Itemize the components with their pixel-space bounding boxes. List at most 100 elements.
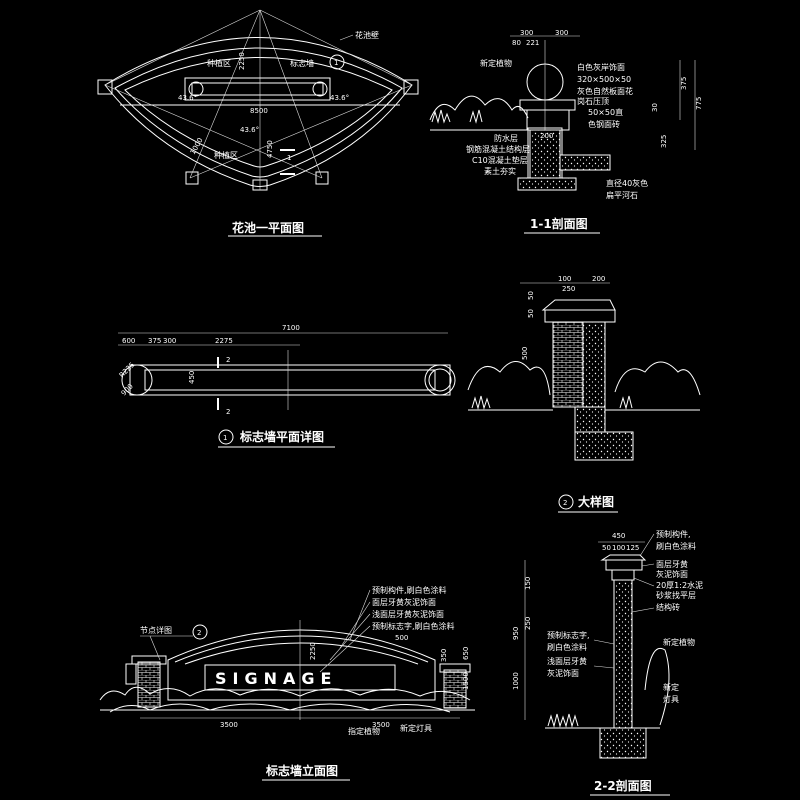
s22-right-0: 新定植物 (663, 637, 695, 647)
el-bottom-0: 指定植物 (348, 726, 380, 736)
s11-label-3: 岗石压顶 (577, 97, 609, 106)
plan-dim-4750: 4750 (266, 140, 274, 158)
s11-label-0: 白色灰岸饰面 (577, 62, 625, 72)
dt-dim-50b: 50 (527, 309, 535, 318)
dt-dim-100: 100 (558, 275, 571, 283)
s11-dim-221: 221 (526, 39, 539, 47)
plan-dim-2250: 2250 (238, 52, 246, 70)
wp-dim-2275: 2275 (215, 337, 233, 345)
plan-angle-3: 43.6° (240, 126, 259, 134)
s22-dim-950: 950 (512, 627, 520, 640)
el-dim-3500b: 3500 (372, 721, 390, 729)
s11-left-1: 钢筋混凝土结构层 (466, 144, 530, 154)
plan-label-planting-2: 种植区 (214, 150, 238, 160)
s22-right-1: 新定 (663, 682, 679, 692)
dt-title: 大样图 (578, 494, 614, 509)
s22-left-2: 浅面层牙黄 (547, 656, 587, 666)
s22-dim-450: 450 (612, 532, 625, 540)
section-2-2: 450 50 100 125 150 950 250 1000 预制构件, 刷白… (512, 529, 703, 796)
s22-dim-125: 125 (626, 544, 639, 552)
s11-bottom-1: 扁平河石 (606, 190, 638, 200)
el-dim-2250: 2250 (309, 642, 317, 660)
wp-dim-7100: 7100 (282, 324, 300, 332)
s11-dim-300b: 300 (555, 29, 568, 37)
el-callout-no: 2 (197, 629, 201, 637)
s22-label-0: 预制构件, (656, 529, 691, 539)
detail-marker (329, 54, 345, 70)
wp-dim-450: 450 (188, 371, 196, 384)
el-dim-650: 650 (462, 647, 470, 660)
s11-bottom-0: 直径40灰色 (606, 178, 648, 188)
s11-label-5: 色钢面砖 (588, 119, 620, 129)
sign-wall-plan-detail: 7100 600 375 300 2275 2 2 450 R225 900 1… (118, 324, 456, 448)
plan-label-sign-wall: 标志墙 (290, 58, 314, 68)
el-dim-1500: 1500 (462, 672, 470, 690)
s22-dim-1000: 1000 (512, 672, 520, 690)
s22-label-4: 20厚1:2水泥 (656, 580, 703, 590)
dt-dim-500: 500 (521, 347, 529, 360)
el-dim-3500a: 3500 (220, 721, 238, 729)
dt-dim-50a: 50 (527, 291, 535, 300)
s22-label-3: 灰泥饰面 (656, 569, 688, 579)
s22-left-0: 预制标志字, (547, 630, 590, 640)
plan-title: 花池一平面图 (232, 220, 304, 235)
enlarged-detail: 100 200 250 50 50 500 2 大样图 (467, 275, 701, 513)
sign-wall-elevation: SIGNAGE 3500 3500 650 1500 350 500 2250 … (99, 585, 475, 781)
el-label-0: 预制构件,刷白色涂料 (372, 585, 447, 595)
dt-dim-200: 200 (592, 275, 605, 283)
s22-label-6: 结构砖 (656, 602, 680, 612)
s22-left-1: 刷白色涂料 (547, 642, 587, 652)
signage-text: SIGNAGE (215, 669, 337, 688)
s11-dim-375: 375 (680, 77, 688, 90)
s22-label-2: 面层牙黄 (656, 559, 688, 569)
wp-dim-600: 600 (122, 337, 135, 345)
s22-right-2: 灯具 (663, 694, 679, 704)
wp-section-mark-bottom: 2 (226, 408, 230, 416)
plan-label-planting-1: 种植区 (207, 58, 231, 68)
s22-dim-100: 100 (612, 544, 625, 552)
el-title: 标志墙立面图 (265, 763, 338, 778)
el-dim-500: 500 (395, 634, 408, 642)
plan-angle-1: 43.6° (178, 94, 197, 102)
el-label-1: 面层牙黄灰泥饰面 (372, 597, 436, 607)
s11-dim-325: 325 (660, 135, 668, 148)
s11-dim-300a: 300 (520, 29, 533, 37)
wp-dim-300: 300 (163, 337, 176, 345)
s22-label-1: 刷白色涂料 (656, 541, 696, 551)
s11-dim-775: 775 (695, 97, 703, 110)
el-label-2: 浅面层牙黄灰泥饰面 (372, 609, 444, 619)
plan-section-mark: 1 (287, 154, 291, 162)
plan-label-bed-wall: 花池壁 (355, 30, 379, 40)
dt-dim-250: 250 (562, 285, 575, 293)
s22-dim-250: 250 (524, 617, 532, 630)
s22-label-5: 砂浆找平层 (656, 590, 696, 600)
s11-title: 1-1剖面图 (530, 216, 588, 231)
s11-left-0: 防水层 (494, 133, 518, 143)
el-dim-350: 350 (440, 649, 448, 662)
plan-dim-8500: 8500 (250, 107, 268, 115)
s22-dim-150: 150 (524, 577, 532, 590)
dt-circle-no: 2 (563, 499, 567, 507)
s22-dim-50: 50 (602, 544, 611, 552)
flower-bed-plan: 种植区 标志墙 种植区 花池壁 2250 8500 4750 1000 43.6… (97, 9, 419, 237)
wp-title: 标志墙平面详图 (239, 429, 324, 444)
el-label-3: 预制标志字,刷白色涂料 (372, 621, 455, 631)
wp-section-mark-top: 2 (226, 356, 230, 364)
s22-left-3: 灰泥饰面 (547, 668, 579, 678)
wp-circle-no: 1 (223, 434, 227, 442)
s11-left-2: C10混凝土垫层 (472, 155, 528, 165)
s11-plant-label: 新定植物 (480, 58, 512, 68)
plan-angle-2: 43.6° (330, 94, 349, 102)
wp-dim-375: 375 (148, 337, 161, 345)
s11-label-4: 50×50直 (588, 107, 623, 117)
s11-left-3: 素土夯实 (484, 166, 516, 176)
wp-dim-r225: R225 (118, 361, 137, 380)
s11-label-1: 320×500×50 (577, 75, 631, 84)
s11-label-2: 灰色自然板面花 (577, 86, 633, 96)
el-bottom-1: 新定灯具 (400, 723, 432, 733)
section-1-1: 300 300 80 221 白色灰岸饰面 320×500×50 灰色自然板面花… (429, 29, 703, 234)
el-callout: 节点详图 (140, 625, 172, 635)
s11-dim-30: 30 (651, 103, 659, 112)
s11-dim-80: 80 (512, 39, 521, 47)
